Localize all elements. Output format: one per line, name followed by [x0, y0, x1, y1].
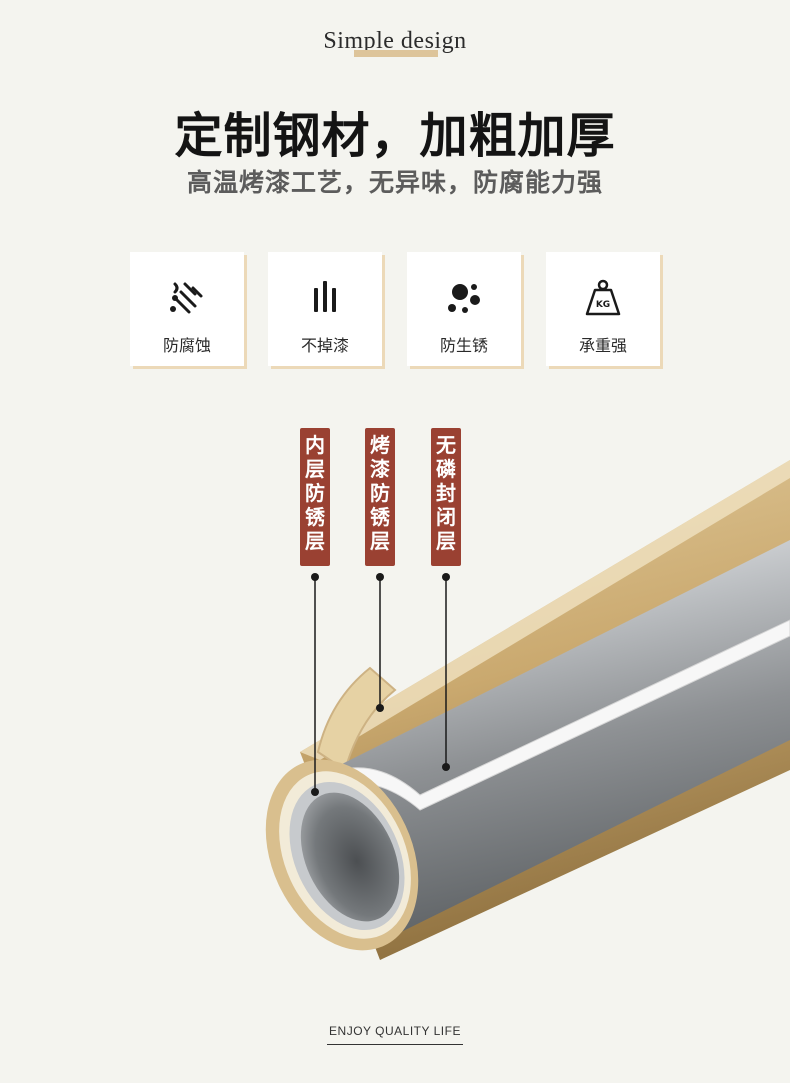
footer-slogan: ENJOY QUALITY LIFE: [329, 1024, 461, 1038]
layer-tag-phosphorus-free-seal: 无磷封闭层: [431, 428, 461, 566]
layer-label: 无磷封闭层: [436, 435, 456, 553]
feature-card-rust-proof: 防生锈: [407, 252, 521, 366]
layer-label: 烤漆防锈层: [370, 435, 390, 553]
tagline-underline: [354, 50, 438, 57]
footer-underline: [327, 1044, 463, 1045]
rust-proof-icon: [448, 284, 480, 313]
feature-label: 防腐蚀: [162, 338, 211, 355]
layer-label: 内层防锈层: [305, 435, 325, 553]
feature-card-anti-corrosion: 防腐蚀: [130, 252, 244, 366]
anti-corrosion-icon: [170, 282, 203, 314]
no-peel-paint-icon: [314, 281, 336, 312]
feature-card-no-peel: 不掉漆: [268, 252, 382, 366]
kg-text: KG: [596, 300, 610, 310]
layer-tag-baked-paint: 烤漆防锈层: [365, 428, 395, 566]
pipe-inner-hole: [300, 792, 400, 922]
tagline: Simple design: [323, 28, 467, 54]
feature-label: 不掉漆: [300, 338, 349, 355]
feature-cards: 防腐蚀 不掉漆 防生锈 KG 承重强: [130, 252, 666, 370]
page-title: 定制钢材，加粗加厚: [174, 110, 616, 163]
kg-weight-icon: KG: [585, 279, 621, 316]
pipe-illustration: [265, 460, 790, 960]
layer-tag-inner-rustproof: 内层防锈层: [300, 428, 330, 566]
feature-label: 承重强: [578, 338, 627, 355]
page-subtitle: 高温烤漆工艺，无异味，防腐能力强: [186, 169, 603, 197]
feature-card-load-bearing: KG 承重强: [546, 252, 660, 366]
feature-label: 防生锈: [439, 338, 488, 355]
